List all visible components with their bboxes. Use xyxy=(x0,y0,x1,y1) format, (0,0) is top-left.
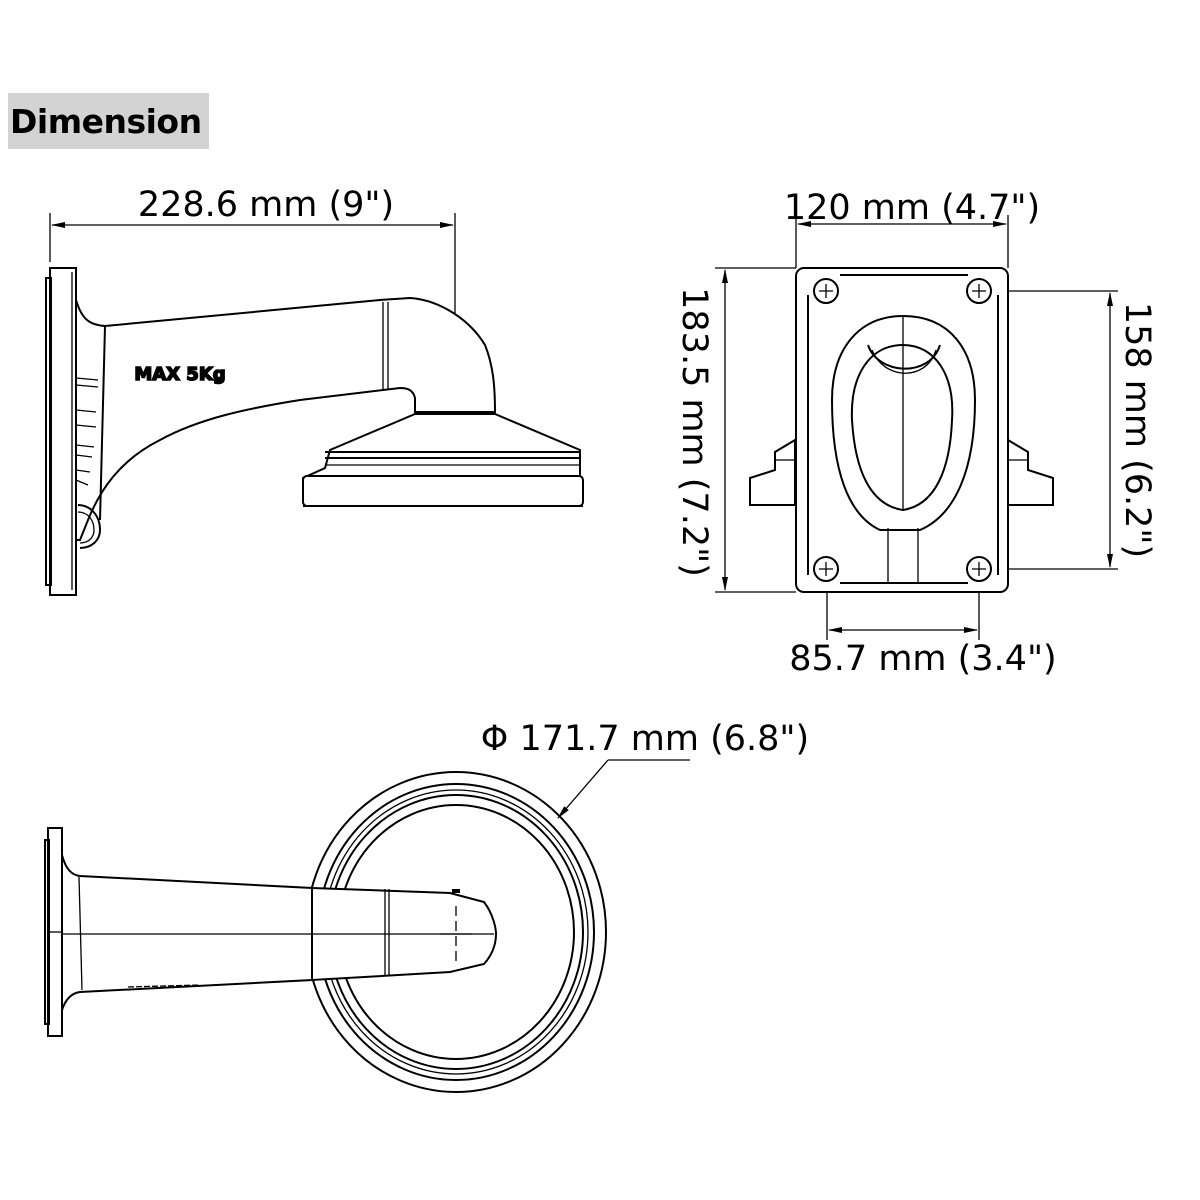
front-dimension-lines xyxy=(715,215,1118,640)
screw-icon xyxy=(813,556,839,582)
section-title-box: Dimension xyxy=(8,93,209,149)
diameter-leader xyxy=(557,759,690,819)
mount-base xyxy=(302,411,584,507)
base-flange xyxy=(749,438,1054,506)
section-title: Dimension xyxy=(10,101,202,141)
top-view: Φ 171.7 mm (6.8") xyxy=(44,719,809,1093)
hole-horizontal-label: 85.7 mm (3.4") xyxy=(789,639,1056,679)
plate-width-label: 120 mm (4.7") xyxy=(784,188,1040,228)
screw-icon xyxy=(813,278,839,304)
screw-icon xyxy=(966,278,992,304)
plate-height-label: 183.5 mm (7.2") xyxy=(674,287,714,577)
wall-plate xyxy=(45,267,77,596)
screw-holes xyxy=(813,278,992,582)
front-view: 120 mm (4.7") 183.5 mm (7.2") 158 mm (6.… xyxy=(674,188,1157,679)
screw-icon xyxy=(966,556,992,582)
mounting-plate xyxy=(795,267,1009,593)
diameter-label: Φ 171.7 mm (6.8") xyxy=(481,719,809,759)
width-label: 228.6 mm (9") xyxy=(138,185,394,225)
top-wall-plate xyxy=(44,827,63,1037)
max-load-label: MAX 5Kg xyxy=(134,364,225,385)
arm-outline xyxy=(830,314,977,582)
side-view: 228.6 mm (9") MAX 5Kg xyxy=(45,185,584,596)
arm-body xyxy=(75,296,497,549)
hole-vertical-label: 158 mm (6.2") xyxy=(1117,302,1157,558)
top-arm xyxy=(61,854,498,1011)
